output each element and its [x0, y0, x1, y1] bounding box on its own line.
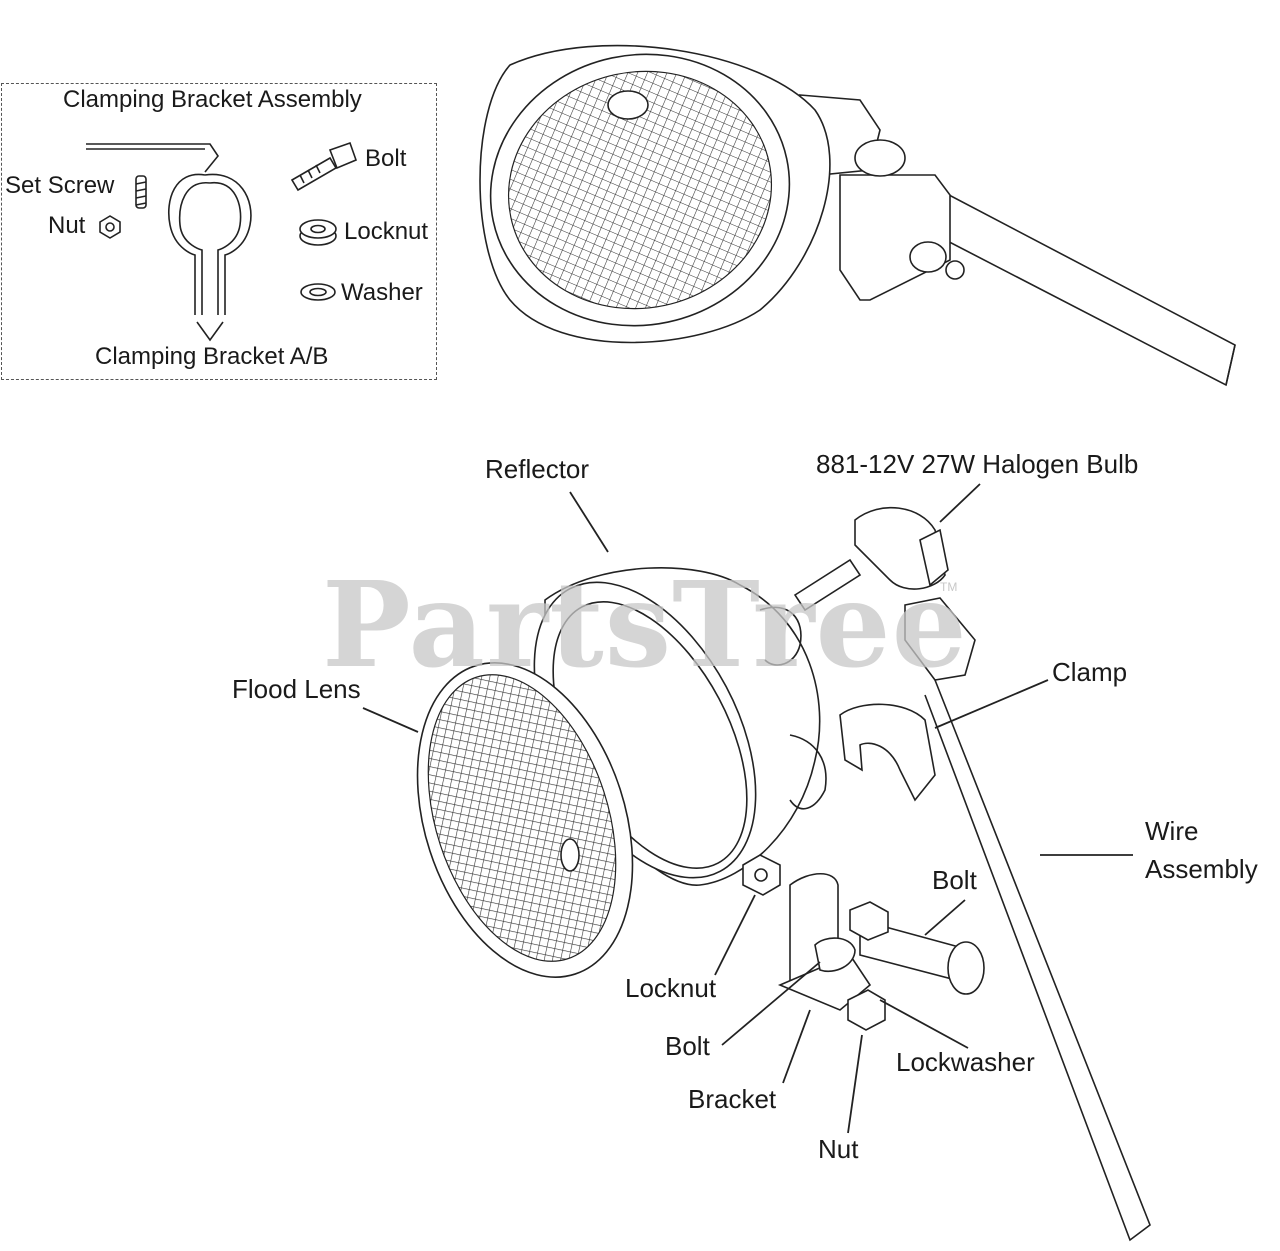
inset-title: Clamping Bracket Assembly	[63, 86, 362, 113]
inset-label-locknut: Locknut	[344, 218, 429, 245]
leader-bolt-left	[721, 961, 821, 1046]
clamp-illustration	[839, 703, 936, 802]
watermark: PartsTree	[322, 555, 968, 694]
callout-flood-lens: Flood Lens	[232, 674, 361, 704]
leader-bolt-right	[924, 899, 966, 936]
callout-wire-line1: Wire	[1145, 816, 1199, 846]
leader-locknut	[714, 894, 756, 976]
leader-reflector	[569, 491, 609, 553]
inset-label-nut: Nut	[48, 212, 86, 239]
leader-clamp	[934, 679, 1049, 729]
leader-flood-lens	[362, 707, 419, 733]
callout-bolt-left: Bolt	[665, 1031, 710, 1061]
inset-label-clamping-bracket: Clamping Bracket A/B	[95, 343, 329, 370]
leader-lockwasher	[879, 999, 969, 1049]
clamping-bracket-inset	[1, 83, 437, 380]
callout-clamp: Clamp	[1052, 657, 1128, 687]
inset-nut-icon	[99, 215, 121, 239]
flood-lens-illustration	[416, 662, 634, 978]
clamping-bracket-illustration	[86, 141, 358, 342]
bracket-hardware-illustration	[742, 854, 985, 1031]
callout-locknut: Locknut	[625, 973, 717, 1003]
callout-nut: Nut	[818, 1134, 859, 1164]
leader-bracket	[782, 1009, 811, 1084]
callout-wire-line2: Assembly	[1145, 854, 1258, 884]
callout-reflector: Reflector	[485, 454, 590, 484]
callout-bulb: 881-12V 27W Halogen Bulb	[816, 449, 1139, 479]
callout-bolt-right: Bolt	[932, 865, 977, 895]
inset-label-set-screw: Set Screw	[5, 172, 115, 199]
inset-label-washer: Washer	[341, 279, 423, 306]
wire-assembly-illustration	[904, 597, 1151, 1242]
leader-nut	[847, 1034, 863, 1134]
leader-lines	[362, 483, 1133, 1134]
assembled-light-illustration	[479, 44, 1236, 387]
leader-bulb	[939, 483, 981, 523]
inset-label-bolt: Bolt	[365, 145, 407, 172]
inset-washer-icon	[300, 283, 336, 301]
inset-bolt-icon	[290, 141, 358, 192]
inset-locknut-icon	[299, 219, 337, 246]
callout-bracket: Bracket	[688, 1084, 777, 1114]
bulb-illustration	[793, 506, 949, 612]
callout-lockwasher: Lockwasher	[896, 1047, 1035, 1077]
watermark-trademark: TM	[940, 580, 958, 594]
inset-set-screw-icon	[135, 175, 147, 209]
